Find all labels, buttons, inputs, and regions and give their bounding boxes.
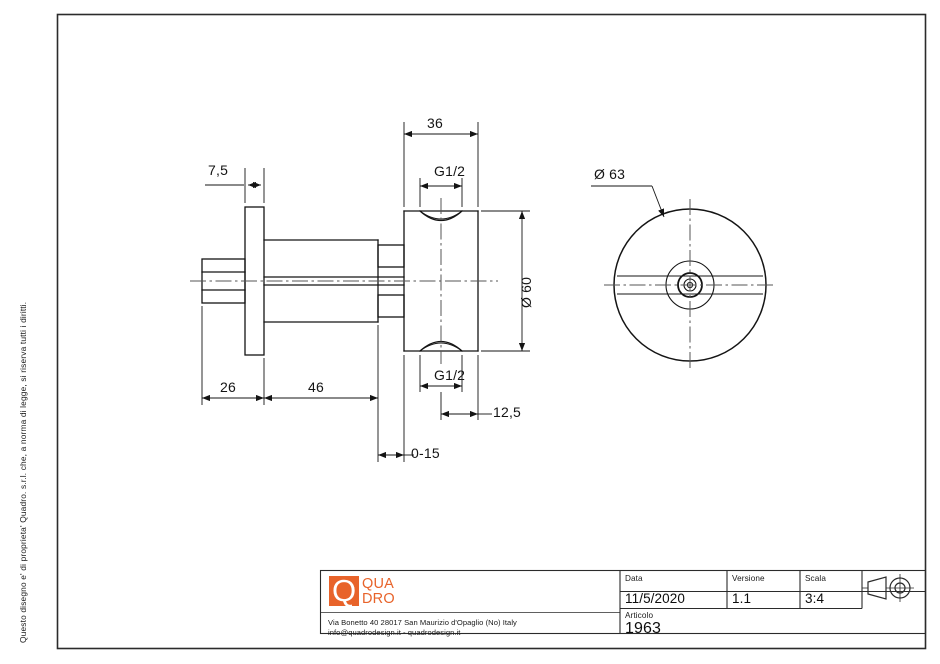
company-address-line-2: info@quadrodesign.it - quadrodesign.it — [328, 628, 461, 637]
label-scala: Scala — [805, 574, 826, 583]
quadro-logo-mark — [329, 576, 359, 606]
dimension-46: 46 — [308, 379, 324, 395]
diameter-63-leader — [591, 185, 665, 218]
dimension-26: 26 — [220, 379, 236, 395]
value-scala: 3:4 — [805, 591, 825, 606]
label-articolo: Articolo — [625, 611, 654, 620]
value-versione: 1.1 — [732, 591, 752, 606]
dimension-7-5: 7,5 — [208, 162, 229, 178]
company-address-line-1: Via Bonetto 40 28017 San Maurizio d'Opag… — [328, 618, 517, 627]
sheet-border — [56, 13, 927, 650]
dimension-g1-2-top: G1/2 — [434, 163, 466, 179]
value-data: 11/5/2020 — [625, 591, 685, 606]
brand-name-line-2: DRO — [362, 591, 395, 607]
dimension-diameter-63: Ø 63 — [594, 166, 626, 182]
brand-name-line-1: QUA — [362, 576, 395, 592]
first-angle-projection-icon — [862, 574, 914, 602]
side-view-centerline — [190, 198, 498, 364]
label-data: Data — [625, 574, 643, 583]
value-articolo: 1963 — [625, 620, 661, 637]
dimension-36: 36 — [427, 115, 443, 131]
title-block-frame — [319, 569, 927, 635]
dimension-0-15: 0-15 — [411, 445, 440, 461]
dimension-g1-2-bottom: G1/2 — [434, 367, 466, 383]
side-view-dimension-lines — [201, 122, 530, 462]
dimension-diameter-60: Ø 60 — [518, 276, 534, 308]
quadro-logo-letter: Q — [331, 573, 357, 608]
front-view-centerline — [604, 199, 776, 371]
label-versione: Versione — [732, 574, 765, 583]
dimension-12-5: 12,5 — [493, 404, 522, 420]
